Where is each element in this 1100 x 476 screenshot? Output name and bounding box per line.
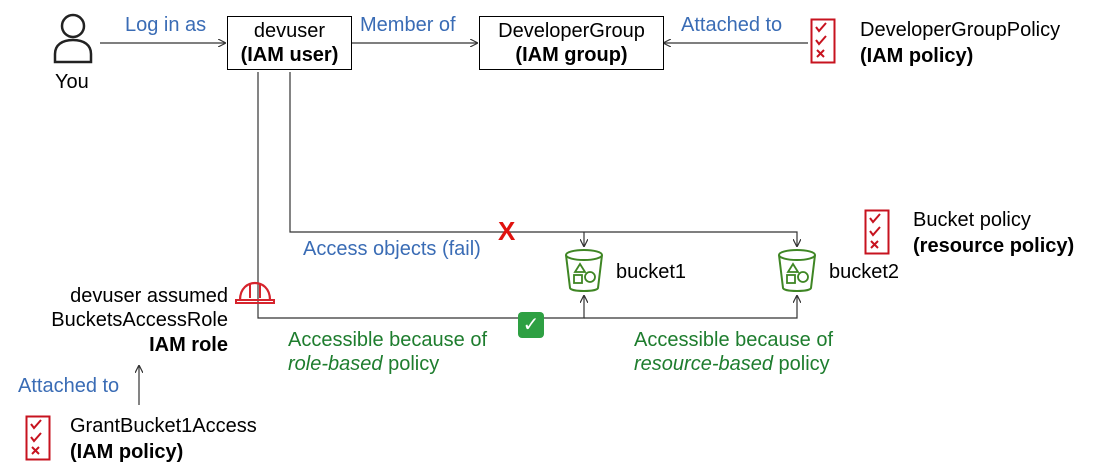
success-check-icon: ✓ — [518, 312, 544, 338]
edge-resource-access — [584, 296, 797, 319]
user-icon — [53, 13, 93, 64]
edge-role-access — [257, 72, 584, 319]
devuser-type: (IAM user) — [240, 44, 339, 66]
group-type: (IAM group) — [515, 44, 628, 66]
role-line3: IAM role — [149, 334, 228, 356]
resource-access-line1: Accessible because of — [634, 329, 834, 351]
bucket-icon — [565, 249, 603, 292]
role-access-rest: policy — [382, 353, 440, 375]
grant-policy-type: (IAM policy) — [70, 441, 184, 463]
attached-to-top-label: Attached to — [681, 14, 783, 36]
bucket2-label: bucket2 — [829, 261, 900, 283]
you-label: You — [55, 71, 89, 93]
devuser-name: devuser — [253, 20, 326, 42]
bucket1-label: bucket1 — [616, 261, 687, 283]
policy-icon — [810, 18, 836, 64]
resource-access-line2: resource-based policy — [634, 352, 830, 376]
bucket-icon — [778, 249, 816, 292]
group-policy-name: DeveloperGroupPolicy — [860, 19, 1061, 41]
policy-icon — [25, 415, 51, 461]
fail-x-mark: X — [498, 216, 516, 246]
bucket-policy-type: (resource policy) — [913, 235, 1075, 257]
bucket-policy-name: Bucket policy — [913, 209, 1031, 231]
attached-to-bottom-label: Attached to — [18, 375, 120, 397]
role-access-line1: Accessible because of — [288, 329, 488, 351]
role-line2: BucketsAccessRole — [51, 309, 228, 331]
edge-access-fail — [289, 72, 797, 246]
resource-access-italic: resource-based — [634, 353, 773, 375]
role-access-line2: role-based policy — [288, 352, 439, 376]
log-in-as-label: Log in as — [125, 14, 207, 36]
grant-policy-name: GrantBucket1Access — [70, 415, 257, 437]
member-of-label: Member of — [360, 14, 456, 36]
hard-hat-icon — [235, 281, 275, 304]
policy-icon — [864, 209, 890, 255]
resource-access-rest: policy — [772, 353, 830, 375]
group-policy-type: (IAM policy) — [860, 45, 974, 67]
developer-group-box[interactable]: DeveloperGroup (IAM group) — [479, 16, 664, 70]
role-access-italic: role-based — [288, 353, 383, 375]
role-line1: devuser assumed — [70, 285, 228, 307]
group-name: DeveloperGroup — [498, 20, 645, 42]
devuser-box[interactable]: devuser (IAM user) — [227, 16, 352, 70]
access-objects-fail-label: Access objects (fail) — [303, 238, 481, 260]
